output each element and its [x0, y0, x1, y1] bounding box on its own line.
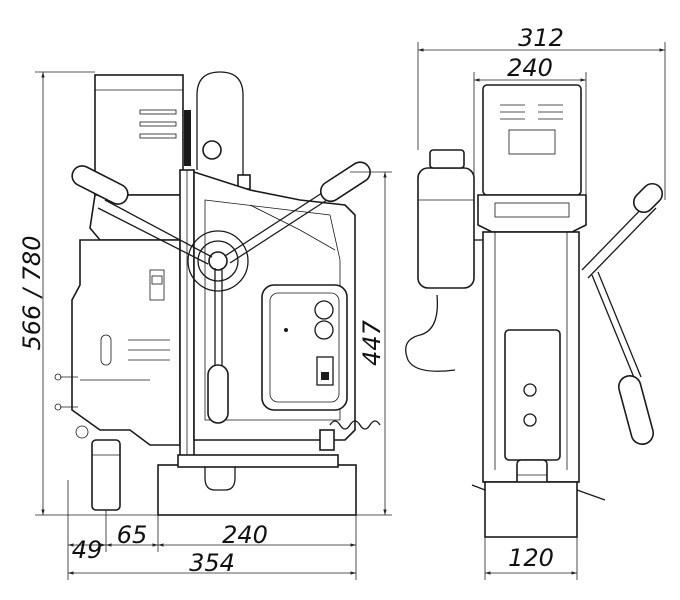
feed-handle-left	[71, 165, 129, 205]
feed-handle-down	[207, 364, 229, 424]
dim-bottom-offset-b: 65	[117, 521, 148, 549]
front-motor	[482, 84, 582, 196]
front-feed-handle	[617, 375, 655, 445]
coolant-bottle	[417, 167, 475, 289]
control-panel	[261, 284, 348, 411]
dim-column-height: 447	[358, 319, 386, 366]
dim-bottom-offset-a: 49	[72, 536, 103, 564]
motor-housing	[94, 74, 184, 196]
dim-base-width-side: 120	[508, 544, 554, 572]
dim-top-width-total: 312	[518, 24, 564, 52]
dim-top-width-body: 240	[507, 54, 553, 82]
arbor	[91, 439, 121, 511]
feed-hub	[208, 251, 228, 271]
cable-spring	[329, 420, 381, 430]
dimension-lines-right	[417, 42, 666, 580]
dim-overall-height: 566 / 780	[18, 236, 46, 351]
gearbox	[89, 194, 191, 241]
magnet-base	[157, 464, 357, 516]
coolant-hose	[405, 294, 456, 372]
side-view-drill	[54, 71, 381, 516]
dim-overall-length: 354	[189, 549, 235, 577]
front-view-drill	[405, 84, 664, 538]
dimension-lines-left	[35, 71, 392, 580]
feed-handle-right	[319, 161, 371, 203]
top-loop	[196, 71, 244, 175]
front-base	[484, 481, 578, 538]
dim-base-width: 240	[222, 521, 268, 549]
